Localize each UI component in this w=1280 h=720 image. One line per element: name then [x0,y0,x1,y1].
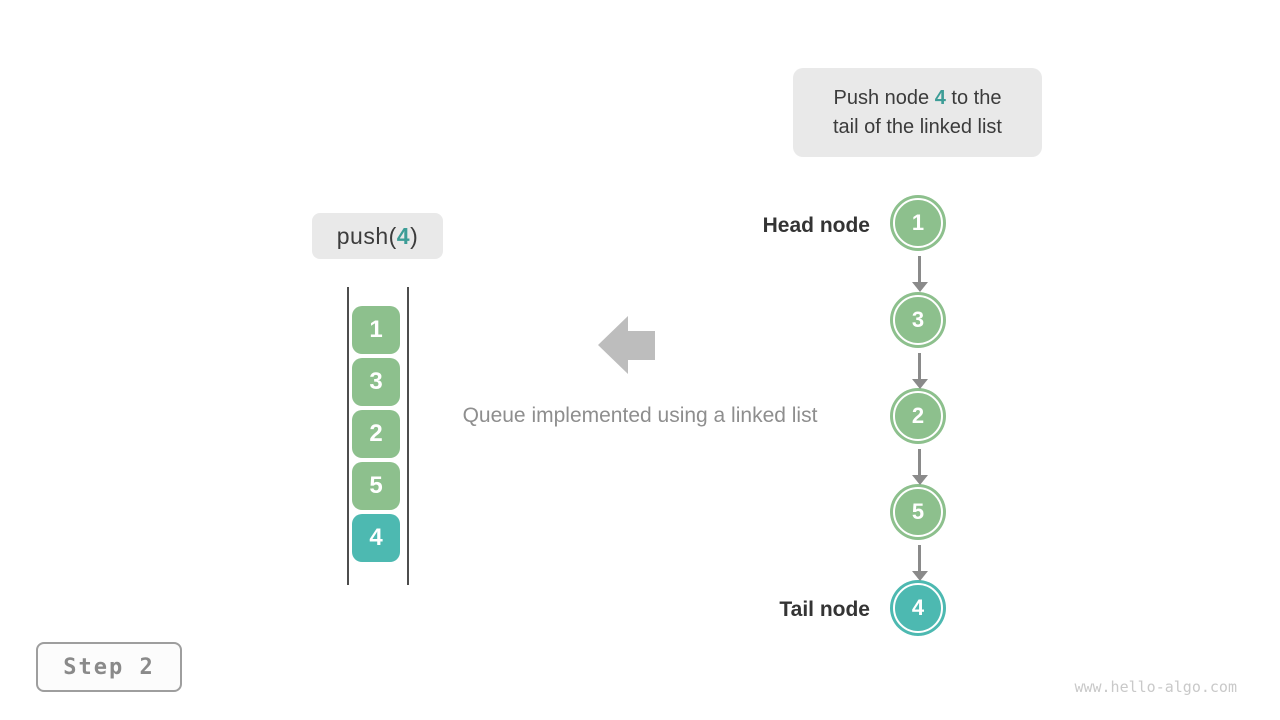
push-call-value: 4 [396,222,411,249]
stack-cell-new: 4 [352,514,400,562]
stack-right-wall [407,287,409,585]
left-block-arrow-shaft [627,331,655,360]
left-block-arrow-icon [598,316,628,374]
stack-left-wall [347,287,349,585]
tail-node-label: Tail node [779,598,870,621]
head-node-label: Head node [762,214,870,237]
push-call-prefix: push( [336,222,397,249]
annotation-line1: Push node 4 to the [834,84,1002,113]
step-badge: Step 2 [36,642,182,692]
annotation-text: Push node [833,86,935,109]
arrow-down-icon [912,256,928,292]
push-call-suffix: ) [410,222,419,249]
stack-cell: 5 [352,462,400,510]
arrow-down-icon [912,353,928,389]
annotation-text: to the [945,86,1002,109]
arrow-down-icon [912,545,928,581]
arrow-down-icon [912,449,928,485]
push-operation-label: push(4) [312,213,443,259]
linked-list-node-new: 4 [893,583,943,633]
annotation-line2: tail of the linked list [833,115,1002,138]
queue-stack: 1 3 2 5 4 [352,306,400,562]
annotation-callout: Push node 4 to the tail of the linked li… [793,68,1042,157]
stack-cell: 2 [352,410,400,458]
linked-list-node: 5 [893,487,943,537]
linked-list-node: 1 [893,198,943,248]
stack-cell: 1 [352,306,400,354]
annotation-highlight-value: 4 [934,86,946,109]
linked-list-node: 3 [893,295,943,345]
caption: Queue implemented using a linked list [462,404,818,427]
watermark: www.hello-algo.com [1074,678,1237,696]
linked-list-node: 2 [893,391,943,441]
stack-cell: 3 [352,358,400,406]
